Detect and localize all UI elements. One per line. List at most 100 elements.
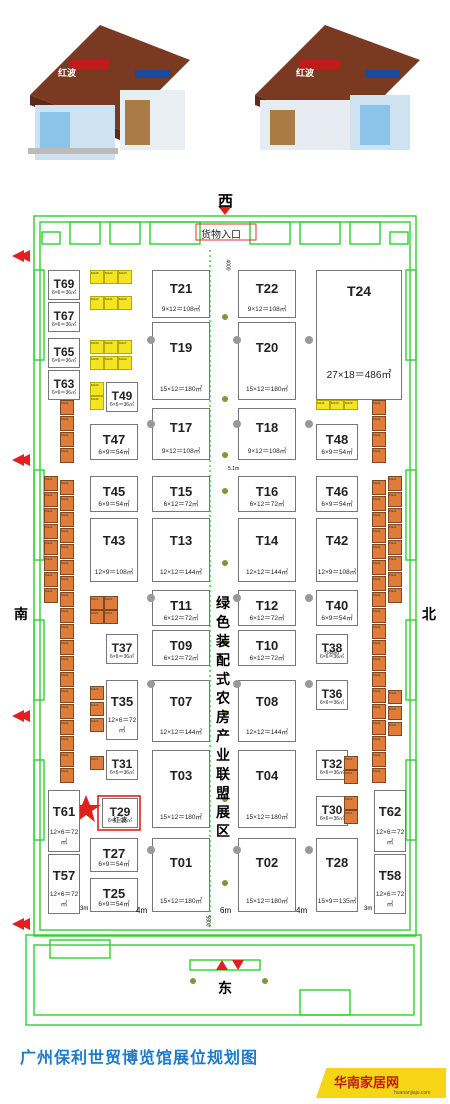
stall-orange: M121 — [372, 416, 386, 431]
stall-orange: M121 — [60, 720, 74, 735]
booth-size: 6×6＝36㎡ — [319, 654, 345, 660]
booth-size: 12×12＝144㎡ — [245, 729, 289, 737]
booth-id: T65 — [53, 345, 75, 359]
booth-id: T09 — [169, 638, 193, 654]
t29-highlight-frame — [97, 795, 141, 831]
booth-render-right — [255, 25, 420, 150]
stall-orange: M121 — [372, 496, 386, 511]
stall-orange: M121 — [60, 560, 74, 575]
booth-id: T08 — [255, 694, 279, 710]
stall-orange: M121 — [60, 688, 74, 703]
booth-size: 12×6＝72㎡ — [375, 829, 405, 847]
aisle-marker-dot — [222, 452, 228, 458]
pillar-dot — [233, 846, 241, 854]
stall-orange: M121 — [372, 448, 386, 463]
booth-size: 6×9＝54㎡ — [98, 501, 130, 509]
stall-orange: M121 — [372, 736, 386, 751]
direction-west: 西 — [218, 193, 234, 210]
booth-size: 12×6＝72㎡ — [49, 891, 79, 909]
booth-id: T21 — [169, 281, 193, 297]
stall-orange: M121 — [44, 556, 58, 571]
booth-size: 6×12＝72㎡ — [163, 615, 199, 623]
stall-yellow: M144 — [104, 270, 118, 284]
pillar-dot — [305, 336, 313, 344]
stall-yellow: M139 — [90, 340, 104, 354]
stall-orange: M121 — [44, 508, 58, 523]
stall-orange: M121 — [372, 752, 386, 767]
stall-orange: M121 — [372, 432, 386, 447]
stall-orange: M121 — [372, 704, 386, 719]
watermark-text: 华南家居网 — [334, 1075, 400, 1090]
booth-size: 15×12＝180㎡ — [159, 898, 203, 906]
stall-orange: M121 — [372, 512, 386, 527]
stall-orange: M121 — [372, 480, 386, 495]
stall-yellow: M145 — [104, 356, 118, 370]
stall-orange: M121 — [372, 720, 386, 735]
stall-orange: M121 — [60, 640, 74, 655]
stall-orange: M121 — [104, 596, 118, 610]
stall-yellow: M138 — [104, 340, 118, 354]
booth-size: 6×6＝36㎡ — [109, 770, 135, 776]
stall-yellow: M144 — [118, 356, 132, 370]
stall-orange: M121 — [90, 596, 104, 610]
booth-id: T32 — [321, 757, 343, 771]
booth-id: T38 — [321, 641, 343, 655]
booth-size: 9×12＝108㎡ — [161, 448, 201, 455]
booth-id: T36 — [321, 687, 343, 701]
stall-orange: M121 — [388, 476, 402, 491]
stall-orange: M121 — [44, 476, 58, 491]
stall-orange: M121 — [60, 736, 74, 751]
booth-id: T61 — [52, 804, 76, 820]
stall-orange: M121 — [372, 528, 386, 543]
booth-size: 6×6＝36㎡ — [51, 358, 77, 364]
aisle-width-4000: 4000 — [224, 259, 231, 271]
stall-orange: M121 — [372, 640, 386, 655]
booth-size: 6×9＝54㎡ — [98, 901, 130, 909]
booth-id: T19 — [169, 339, 193, 355]
pillar-dot — [147, 594, 155, 602]
booth-size: 12×9＝108㎡ — [94, 569, 134, 577]
stall-orange: M121 — [90, 686, 104, 700]
booth-t38-extra: Topper — [324, 650, 340, 656]
stall-orange: M121 — [388, 572, 402, 587]
booth-id: T24 — [346, 283, 372, 299]
aisle-marker-dot — [222, 314, 228, 320]
aisle-label-4m-right: 4m — [296, 906, 308, 915]
booth-id: T14 — [255, 532, 279, 548]
aisle-label-3m-right: 3m — [364, 906, 373, 912]
stall-orange: M121 — [344, 770, 358, 784]
pillar-dot — [147, 680, 155, 688]
aisle-label-3m-left: 3m — [80, 906, 89, 912]
stall-orange: M121 — [372, 608, 386, 623]
booth-id: T48 — [325, 432, 349, 448]
cargo-entrance-label: 货物入口 — [201, 230, 241, 241]
stall-yellow: M141 — [104, 296, 118, 310]
booth-id: T37 — [111, 641, 133, 655]
stall-yellow: M145 — [90, 270, 104, 284]
pillar-dot — [233, 680, 241, 688]
booth-size: 12×9＝108㎡ — [317, 569, 357, 577]
stall-orange: M121 — [372, 560, 386, 575]
stall-yellow: M141 — [316, 400, 330, 410]
stall-yellow: M137 — [118, 340, 132, 354]
booth-id: T30 — [321, 803, 343, 817]
booth-id: T47 — [102, 432, 126, 448]
hall-outline — [25, 215, 422, 1026]
stall-orange: M121 — [388, 508, 402, 523]
